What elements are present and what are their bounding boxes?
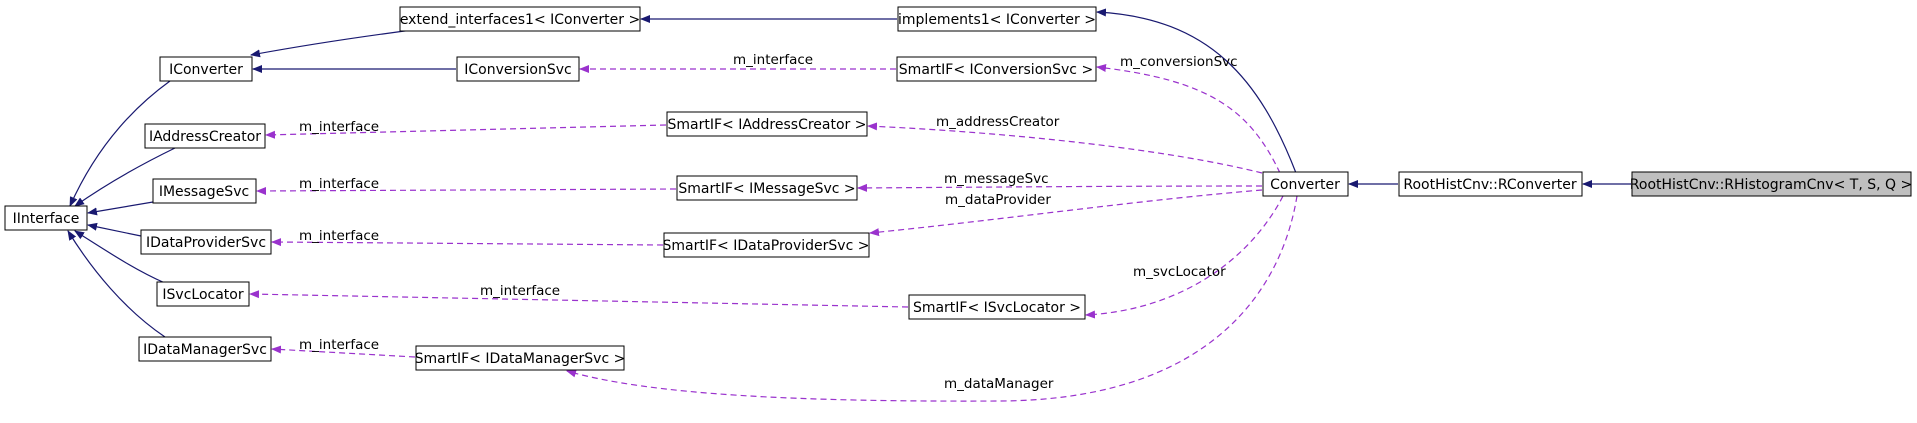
svg-text:RootHistCnv::RHistogramCnv< T,: RootHistCnv::RHistogramCnv< T, S, Q >	[1630, 177, 1912, 193]
svg-text:IConversionSvc: IConversionSvc	[464, 62, 572, 78]
edge-label-datamanager: m_dataManager	[944, 376, 1054, 392]
node-idatamanagersvc[interactable]: IDataManagerSvc	[138, 336, 272, 362]
edge-converter-to-smartif-addresscreator	[867, 122, 1263, 174]
node-extend-interfaces[interactable]: extend_interfaces1< IConverter >	[399, 6, 641, 32]
edge-smartif-datamanagersvc-to-idatamanagersvc	[271, 345, 416, 358]
svg-text:implements1< IConverter >: implements1< IConverter >	[898, 12, 1096, 28]
svg-text:SmartIF< IConversionSvc >: SmartIF< IConversionSvc >	[899, 62, 1093, 78]
edge-label-dataprovider-interface: m_interface	[299, 228, 379, 244]
svg-text:SmartIF< IDataManagerSvc >: SmartIF< IDataManagerSvc >	[415, 351, 626, 367]
edge-converter-to-smartif-messagesvc	[857, 183, 1263, 192]
node-isvclocator[interactable]: ISvcLocator	[156, 281, 250, 307]
node-iinterface[interactable]: IInterface	[4, 205, 88, 231]
svg-text:RootHistCnv::RConverter: RootHistCnv::RConverter	[1403, 177, 1577, 193]
node-rhistogramcnv[interactable]: RootHistCnv::RHistogramCnv< T, S, Q >	[1630, 171, 1912, 197]
svg-text:IAddressCreator: IAddressCreator	[149, 129, 261, 145]
edge-label-svclocator-interface: m_interface	[480, 283, 560, 299]
edge-label-addresscreator: m_addressCreator	[936, 114, 1060, 130]
edge-smartif-dataprovidersvc-to-idataprovidersvc	[271, 238, 664, 247]
edge-imessagesvc-to-iinterface	[87, 201, 154, 216]
edge-label-messagesvc-interface: m_interface	[299, 176, 379, 192]
node-iconversionsvc[interactable]: IConversionSvc	[456, 56, 580, 82]
svg-text:IConverter: IConverter	[169, 62, 243, 78]
svg-text:IDataManagerSvc: IDataManagerSvc	[143, 342, 267, 358]
node-smartif-datamanagersvc[interactable]: SmartIF< IDataManagerSvc >	[415, 345, 626, 371]
svg-text:IInterface: IInterface	[13, 211, 80, 227]
svg-text:IDataProviderSvc: IDataProviderSvc	[146, 235, 266, 251]
edge-converter-to-smartif-conversionsvc	[1096, 64, 1281, 174]
svg-text:extend_interfaces1< IConverter: extend_interfaces1< IConverter >	[400, 12, 640, 28]
edge-extend-interfaces-to-iconverter	[250, 28, 421, 58]
node-smartif-dataprovidersvc[interactable]: SmartIF< IDataProviderSvc >	[663, 232, 870, 258]
node-imessagesvc[interactable]: IMessageSvc	[152, 178, 257, 204]
edge-converter-to-smartif-svclocator	[1085, 195, 1284, 319]
edge-label-dataprovider: m_dataProvider	[945, 192, 1051, 208]
svg-text:IMessageSvc: IMessageSvc	[159, 184, 249, 200]
edge-converter-to-implements	[1096, 8, 1297, 174]
node-iaddresscreator[interactable]: IAddressCreator	[144, 123, 266, 149]
node-smartif-addresscreator[interactable]: SmartIF< IAddressCreator >	[666, 111, 868, 137]
svg-text:Converter: Converter	[1270, 177, 1340, 193]
edge-label-messagesvc: m_messageSvc	[944, 171, 1049, 187]
node-implements[interactable]: implements1< IConverter >	[897, 6, 1097, 32]
edge-converter-to-smartif-datamanagersvc	[566, 195, 1298, 402]
svg-text:SmartIF< IDataProviderSvc >: SmartIF< IDataProviderSvc >	[663, 238, 870, 254]
node-rconverter[interactable]: RootHistCnv::RConverter	[1398, 171, 1583, 197]
svg-text:SmartIF< IAddressCreator >: SmartIF< IAddressCreator >	[667, 117, 866, 133]
node-smartif-conversionsvc[interactable]: SmartIF< IConversionSvc >	[896, 56, 1097, 82]
edge-iaddresscreator-to-iinterface	[74, 147, 176, 207]
edge-converter-to-smartif-dataprovidersvc	[869, 189, 1263, 237]
node-idataprovidersvc[interactable]: IDataProviderSvc	[140, 229, 272, 255]
edge-idataprovidersvc-to-iinterface	[87, 222, 142, 237]
node-converter[interactable]: Converter	[1262, 171, 1349, 197]
edge-smartif-svclocator-to-isvclocator	[249, 290, 909, 308]
edge-isvclocator-to-iinterface	[74, 230, 166, 284]
svg-text:SmartIF< ISvcLocator >: SmartIF< ISvcLocator >	[913, 300, 1081, 316]
node-smartif-svclocator[interactable]: SmartIF< ISvcLocator >	[908, 294, 1086, 320]
node-iconverter[interactable]: IConverter	[159, 56, 253, 82]
node-smartif-messagesvc[interactable]: SmartIF< IMessageSvc >	[676, 175, 858, 201]
edge-smartif-addresscreator-to-iaddresscreator	[265, 124, 667, 139]
edge-label-addresscreator-interface: m_interface	[299, 119, 379, 135]
edge-iconverter-to-iinterface	[69, 80, 171, 207]
svg-text:SmartIF< IMessageSvc >: SmartIF< IMessageSvc >	[678, 181, 855, 197]
svg-text:ISvcLocator: ISvcLocator	[162, 287, 243, 303]
edge-idatamanagersvc-to-iinterface	[67, 230, 166, 338]
edge-label-datamanager-interface: m_interface	[299, 337, 379, 353]
edge-label-conversionsvc: m_conversionSvc	[1120, 54, 1238, 70]
edge-label-svclocator: m_svcLocator	[1133, 264, 1226, 280]
edge-label-conversion-interface: m_interface	[733, 52, 813, 68]
